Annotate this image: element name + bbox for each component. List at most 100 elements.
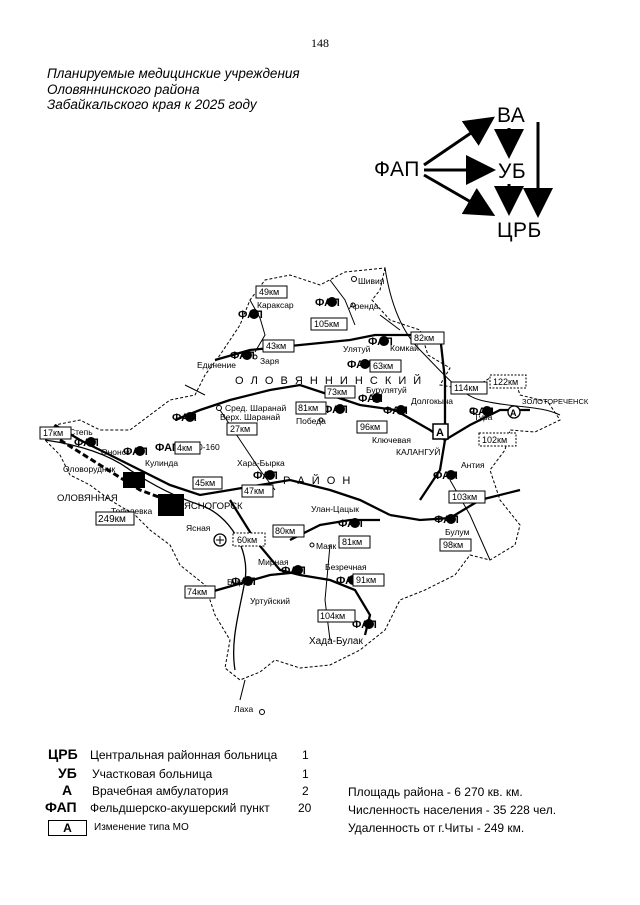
fap-marker-sharanay: ФАП [172, 412, 197, 424]
road-east [394, 408, 530, 442]
place-klyuchevaya: Ключевая [372, 435, 411, 445]
place-shivia: Шивия [358, 276, 385, 286]
fap-marker-byrka: ФАП [231, 576, 256, 588]
fap-marker-pobeda: ФАП [323, 404, 348, 416]
dot-mayak [309, 542, 315, 548]
dot-tura [469, 407, 475, 413]
road-thin-2 [329, 279, 356, 326]
place-tura: Тура [474, 412, 493, 422]
dist-burulyatuy: 73км [327, 387, 347, 397]
legend-abbr-fap: ФАП [45, 799, 77, 815]
legend-change-text: Изменение типа МО [94, 822, 189, 833]
legend-abbr-ub: УБ [58, 765, 77, 781]
place-edinenie: Единение [197, 360, 236, 370]
stat-distance: Удаленность от г.Читы - 249 км. [348, 821, 525, 835]
fap-marker-dolgokycha: ФАП [383, 405, 408, 417]
fap-marker-karaksar: ФАП [238, 309, 263, 321]
dist-khadabulak: 104км [320, 611, 345, 621]
dist-sharanay: 27км [230, 424, 250, 434]
dist-byrka: 74км [187, 587, 207, 597]
dist-ulantsatsyk-80: 80км [275, 526, 295, 536]
dist-zolotorechensk: 122км [493, 377, 518, 387]
road-thin-3 [379, 314, 401, 331]
dist-bezrechnaya: 91км [356, 575, 376, 585]
road-north-2 [174, 383, 396, 422]
page-number: 148 [311, 36, 329, 50]
place-kulinda: Кулинда [145, 458, 178, 468]
dist-bulum: 98км [443, 540, 463, 550]
fap-marker-kulinda: ФАП [155, 442, 180, 454]
legend-change-box: А [48, 820, 87, 836]
railway [59, 438, 181, 507]
place-bezrechnaya: Безречная [325, 562, 367, 572]
stat-population: Численность населения - 35 228 чел. [348, 803, 557, 817]
hier-fap: ФАП [374, 158, 420, 181]
fap-marker-ulyatuy: ФАП [347, 359, 372, 371]
dist-dolgokycha: 96км [360, 422, 380, 432]
dist-arenda: 105км [314, 319, 339, 329]
place-zolotorechensk: ЗОЛОТОРЕЧЕНСК [522, 397, 589, 406]
dot-zarya [252, 354, 258, 360]
place-bulum: Булум [445, 527, 470, 537]
dot-pobeda [318, 417, 324, 423]
arrow-fap-crb [423, 173, 496, 216]
place-lakha: Лаха [234, 704, 253, 714]
hier-va: ВА [497, 104, 526, 127]
place-kalangui: КАЛАНГУЙ [396, 446, 440, 457]
district-stats: Площадь района - 6 270 кв. км. Численнос… [348, 783, 556, 837]
fap-marker-burulyatuy: ФАП [358, 393, 383, 405]
fap-marker-mirnaya: ФАП [281, 565, 306, 577]
place-burulyatuy: Бурулятуй [366, 385, 407, 395]
arrow-fap-va [423, 116, 495, 167]
fap-marker-bulum: ФАП [434, 514, 459, 526]
title-line-1: Планируемые медицинские учреждения [47, 66, 300, 81]
dist-kalangui: 102км [482, 435, 507, 445]
fap-marker-antia: ФАП [433, 470, 458, 482]
dot-lakha [259, 709, 265, 715]
dot-sharanay [216, 405, 222, 411]
fap-marker-tura: ФАП [469, 406, 494, 418]
place-tokolevka: Тополевка [111, 506, 153, 516]
title-line-2: Оловяннинского района [47, 81, 200, 97]
fap-marker-edinenie: ФАП [230, 350, 255, 362]
stat-area: Площадь района - 6 270 кв. км. [348, 785, 523, 799]
map-title: Планируемые медицинские учреждения Оловя… [47, 66, 300, 113]
svg-text:ФАП: ФАП [155, 442, 180, 454]
dist-ulantsatsyk-81: 81км [342, 537, 362, 547]
dist-olovyannaya: 249км [98, 514, 126, 525]
svg-text:А: А [436, 427, 444, 439]
legend-text-fap: Фельдшерско-акушерский пункт [90, 801, 270, 815]
dist-yasnaya: 60км [237, 535, 257, 545]
fap-marker-khadabulak: ФАП [352, 619, 377, 631]
place-verkh-sharanay: Верх. Шаранай [220, 412, 280, 422]
legend-text-a: Врачебная амбулатория [92, 784, 229, 798]
place-byrka: Бырка [227, 577, 252, 587]
fap-marker-komkai: ФАП [368, 336, 393, 348]
dist-45: 45км [195, 478, 215, 488]
hier-ub: УБ [498, 160, 527, 183]
dist-antia: 103км [452, 492, 477, 502]
place-khadabulak: Хада-Булак [309, 636, 363, 647]
place-zarya: Заря [260, 356, 279, 366]
legend-text-ub: Участковая больница [92, 767, 213, 781]
legend-abbr-a: А [62, 782, 73, 798]
svg-text:А: А [510, 408, 517, 418]
marker-kalangui: А [432, 423, 449, 440]
place-sred-sharanay: Сред. Шаранай [225, 403, 286, 413]
place-arenda: Аренда [349, 301, 379, 311]
place-kharabyrka: Хара-Бырка [237, 458, 285, 468]
road-ulan [289, 518, 380, 542]
fap-marker-kharabyrka: ФАП [253, 470, 278, 482]
region-label-1: О Л О В Я Н Н И Н С К И Й [235, 374, 423, 387]
marker-zolotorechensk: А [507, 405, 521, 419]
road-main-west [54, 424, 391, 517]
place-ulantsatsyk: Улан-Цацык [311, 504, 359, 514]
legend-count-a: 2 [302, 784, 309, 798]
district-border [44, 267, 561, 681]
legend-count-ub: 1 [302, 767, 309, 781]
legend-abbr-crb: ЦРБ [48, 746, 78, 762]
dist-step: 17км [43, 428, 63, 438]
road-thin-8 [184, 384, 206, 396]
